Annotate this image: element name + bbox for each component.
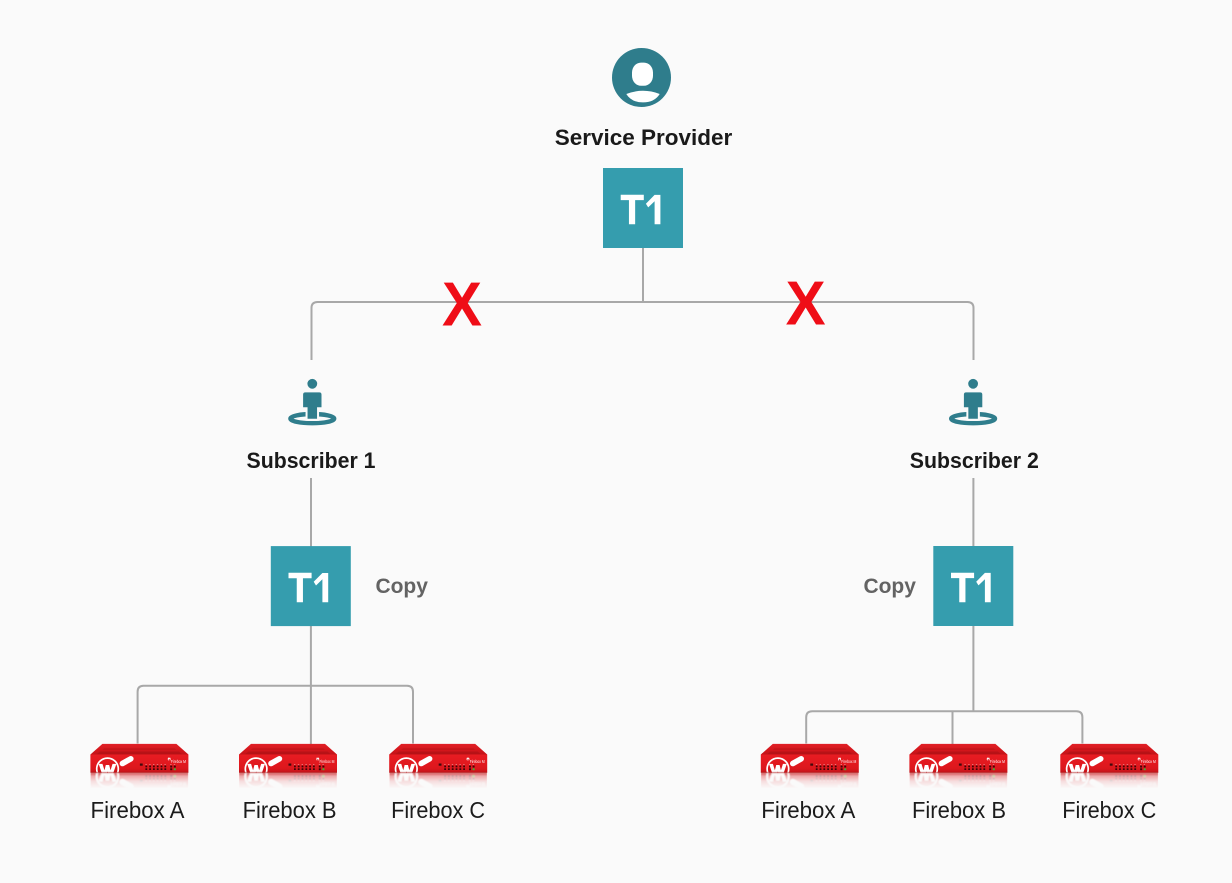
svg-text:X: X	[786, 270, 826, 339]
svg-text:Firebox B: Firebox B	[243, 797, 337, 823]
svg-text:Firebox A: Firebox A	[91, 797, 185, 823]
svg-text:Firebox A: Firebox A	[761, 797, 855, 823]
svg-text:Service Provider: Service Provider	[555, 125, 733, 150]
svg-text:Subscriber 1: Subscriber 1	[247, 448, 376, 473]
svg-text:Subscriber 2: Subscriber 2	[910, 448, 1039, 473]
svg-text:Firebox C: Firebox C	[1062, 797, 1156, 823]
svg-text:Firebox B: Firebox B	[912, 797, 1006, 823]
svg-text:Firebox C: Firebox C	[391, 797, 485, 823]
svg-text:Copy: Copy	[375, 575, 428, 598]
svg-text:Copy: Copy	[863, 575, 916, 598]
svg-text:X: X	[442, 270, 482, 339]
